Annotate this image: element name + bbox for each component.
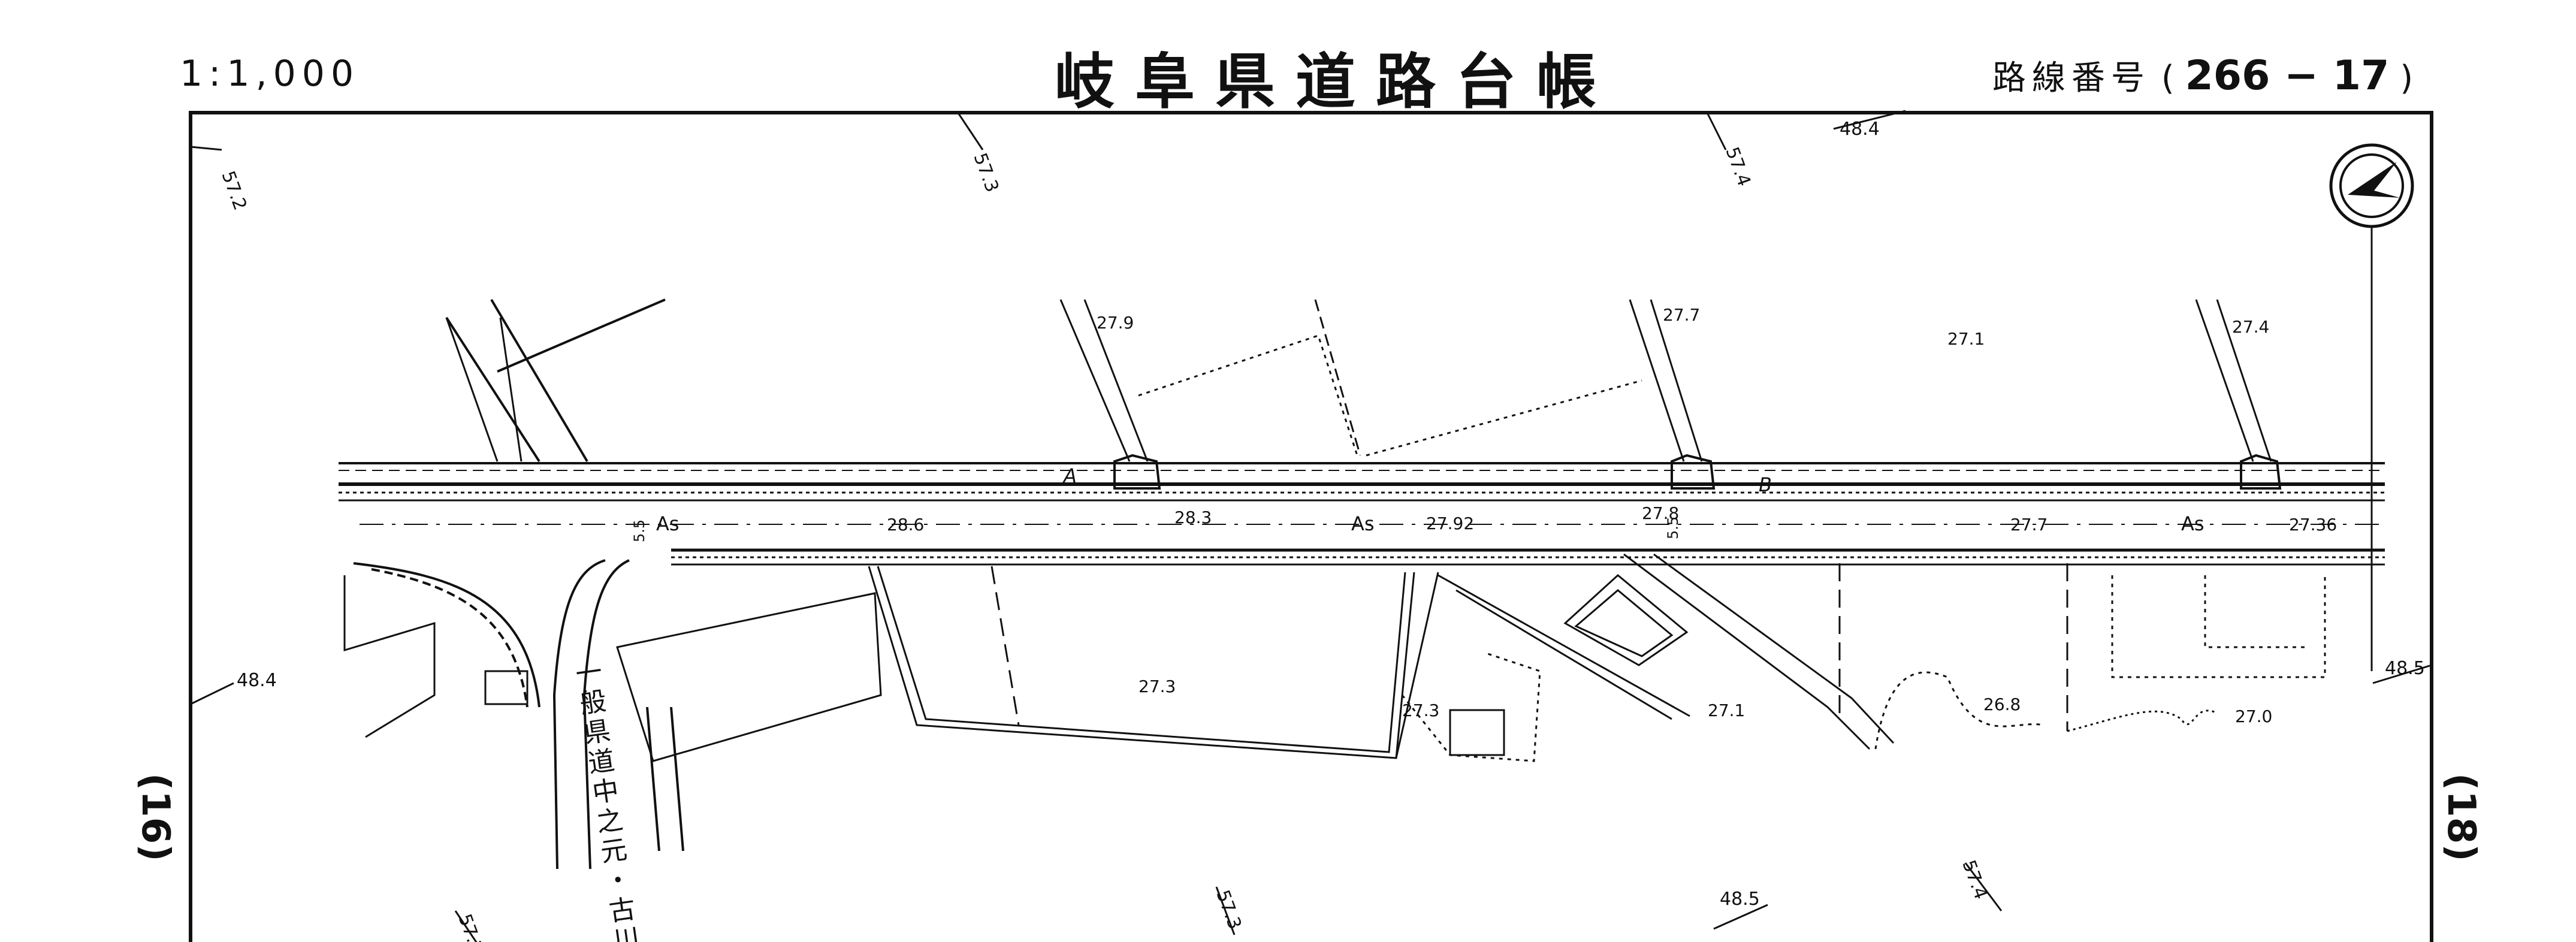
route-close-paren: ) [2400, 59, 2414, 98]
surface-mark: As [656, 512, 680, 535]
grid-label: 57.4 [1958, 858, 1991, 902]
elevation-label: 27.1 [1708, 701, 1745, 720]
route-label: 路線番号 [1992, 59, 2151, 98]
grid-label: 57.2 [217, 168, 250, 213]
route-number: 路線番号 ( 266 − 17 ) [1992, 51, 2413, 99]
surface-mark: As [1351, 512, 1375, 535]
route-open-paren: ( [2161, 59, 2175, 98]
grid-ticks [190, 110, 2432, 942]
width-label: 5.5 [1665, 517, 1681, 539]
map-title: 岐阜県道路台帳 [1055, 47, 1617, 117]
point-mark: B [1759, 473, 1772, 496]
elevation-label: 27.4 [2232, 317, 2269, 337]
elevation-label: 28.6 [887, 515, 924, 535]
map-frame [189, 111, 2433, 942]
grid-label: 48.4 [237, 670, 277, 691]
elevation-label: 28.3 [1174, 508, 1212, 527]
width-label: 5.5 [631, 520, 648, 542]
boundaries [990, 299, 2326, 762]
grid-label: 48.5 [2385, 658, 2425, 679]
grid-label: 48.4 [1840, 119, 1880, 140]
map-scale: 1:1,000 [180, 53, 360, 95]
elevation-label: 27.9 [1097, 313, 1134, 333]
parcels [343, 553, 1895, 762]
point-mark: A [1062, 464, 1077, 487]
grid-label: 57.3 [969, 150, 1002, 195]
elevation-label: 26.8 [1983, 695, 2021, 714]
elevation-label: 27.8 [1642, 503, 1679, 523]
elevation-label: 27.0 [2235, 707, 2272, 726]
route-number-value: 266 − 17 [2185, 52, 2390, 99]
elevation-label: 27.7 [1663, 305, 1700, 325]
adjacent-sheet-left: (16) [133, 773, 177, 862]
grid-label: 48.5 [1720, 889, 1760, 910]
elevation-label: 27.3 [1402, 701, 1439, 720]
elevation-label: 27.3 [1138, 677, 1176, 696]
map-labels: 57.2 57.3 57.4 48.4 48.4 57.2 57.3 57.4 … [217, 119, 2424, 942]
adjacent-sheet-right: (18) [2439, 773, 2483, 862]
grid-label: 57.3 [1212, 887, 1245, 932]
elevation-label: 27.1 [1947, 329, 1985, 349]
north-arrow-icon [2329, 143, 2414, 671]
surface-mark: As [2181, 512, 2204, 535]
crossing-road [353, 298, 684, 869]
side-roads [445, 299, 2282, 490]
grid-label: 57.4 [1721, 144, 1754, 189]
elevation-label: 27.7 [2010, 515, 2047, 535]
elevation-label: 27.92 [1426, 514, 1474, 533]
elevation-label: 27.36 [2289, 515, 2337, 535]
main-road [339, 462, 2385, 566]
